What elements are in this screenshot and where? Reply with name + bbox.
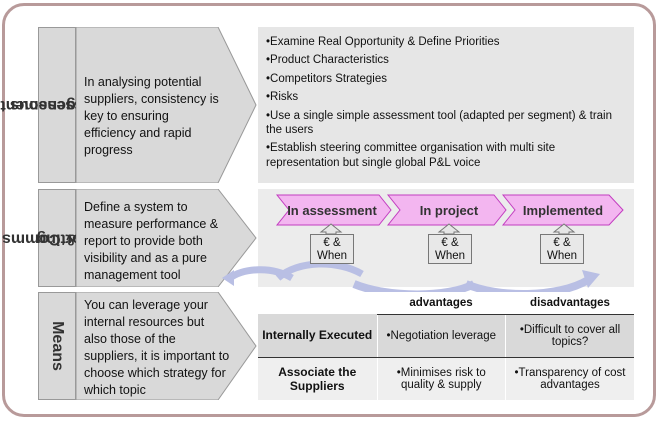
means-table-wrapper: advantages disadvantages Internally Exec…	[258, 292, 634, 400]
table-cell-advantage: •Minimises risk to quality & supply	[377, 357, 506, 400]
step-in-assessment: In assessment	[287, 203, 377, 218]
process-chevrons	[275, 194, 624, 226]
bullet-item: •Establish steering committee organisati…	[266, 142, 556, 169]
reporting-description: Define a system to measure performance &…	[84, 200, 219, 282]
chevron-in-assessment	[275, 194, 392, 226]
means-description: You can leverage your internal resources…	[84, 298, 230, 397]
table-header-advantages: advantages	[377, 292, 506, 315]
box-line2: When	[546, 250, 578, 262]
box-line2: When	[434, 250, 466, 262]
value-when-box-2: € & When	[428, 234, 472, 264]
box-line2: When	[316, 250, 348, 262]
means-table: advantages disadvantages Internally Exec…	[258, 292, 634, 400]
reporting-comms-label: Reporting& Comms	[2, 189, 112, 287]
means-label: Means	[38, 292, 76, 400]
up-arrow-icon	[437, 223, 461, 235]
table-cell-option: Internally Executed	[258, 314, 378, 358]
homogeneous-arrow-shape	[76, 27, 257, 183]
table-row: Internally Executed •Negotiation leverag…	[258, 314, 634, 358]
cycle-arrow-left-tail	[222, 266, 294, 286]
table-cell-disadvantage: •Transparency of cost advantages	[505, 357, 634, 400]
box-line1: € &	[441, 237, 459, 249]
reporting-label-line2: & Comms	[2, 230, 77, 247]
table-header-row: advantages disadvantages	[258, 292, 634, 315]
step-in-project: In project	[419, 203, 479, 218]
up-arrow-icon	[319, 223, 343, 235]
box-line1: € &	[553, 237, 571, 249]
reporting-arrow-shape	[76, 189, 257, 287]
bullet-item: •Competitors Strategies	[266, 72, 387, 85]
value-when-box-3: € & When	[540, 234, 584, 264]
cycle-arrowhead-right	[582, 270, 600, 288]
chevron-implemented	[501, 194, 624, 226]
table-row: Associate the Suppliers •Minimises risk …	[258, 357, 634, 400]
means-arrow-shape	[76, 292, 257, 400]
table-cell-advantage: •Negotiation leverage	[377, 314, 506, 358]
means-label-text: Means	[49, 321, 67, 371]
value-when-box-1: € & When	[310, 234, 354, 264]
up-arrow-icon	[552, 223, 576, 235]
bullet-item: •Examine Real Opportunity & Define Prior…	[266, 36, 500, 48]
chevron-in-project	[386, 194, 507, 226]
bullet-item: •Risks	[266, 91, 299, 104]
step-implemented: Implemented	[522, 203, 604, 218]
box-line1: € &	[323, 237, 341, 249]
table-header-disadvantages: disadvantages	[505, 292, 634, 315]
homogeneous-description: In analysing potential suppliers, consis…	[84, 75, 219, 157]
table-header-empty	[258, 292, 377, 314]
homogeneous-bullet-list: •Examine Real Opportunity & Define Prior…	[258, 27, 634, 183]
table-cell-disadvantage: •Difficult to cover all topics?	[505, 314, 634, 358]
bullet-item: •Product Characteristics	[266, 54, 389, 67]
bullet-item: •Use a single simple assessment tool (ad…	[266, 109, 612, 137]
table-cell-option: Associate the Suppliers	[258, 357, 378, 400]
